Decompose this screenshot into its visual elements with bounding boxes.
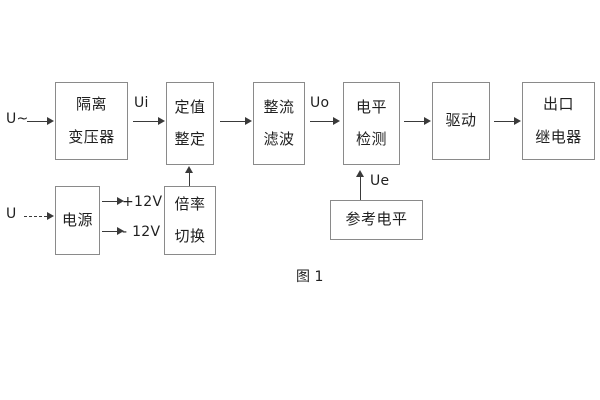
level-to-drive-arrow-icon [404, 117, 431, 126]
block-level-detect-line1: 电平 [355, 97, 387, 116]
rail-positive-label: +12V [122, 194, 163, 210]
reference-to-level-arrow-icon [356, 170, 365, 200]
ui-arrow-icon [133, 117, 165, 126]
block-drive-line1: 驱动 [445, 111, 477, 130]
block-multiplier-switch[interactable]: 倍率 切换 [164, 186, 216, 255]
block-output-relay[interactable]: 出口 继电器 [522, 82, 595, 160]
block-power-supply[interactable]: 电源 [55, 186, 100, 255]
ac-input-arrow-icon [27, 117, 54, 126]
setting-to-rectify-arrow-icon [220, 117, 252, 126]
signal-uo-label: Uo [310, 95, 330, 111]
figure-caption: 图 1 [296, 269, 324, 285]
block-isolation-transformer-line2: 变压器 [68, 127, 115, 146]
multiplier-to-setting-arrow-icon [185, 166, 194, 186]
block-drive[interactable]: 驱动 [432, 82, 490, 160]
ac-input-label: U~ [6, 111, 29, 127]
rail-positive-arrow-icon [102, 197, 124, 206]
block-reference-level-line1: 参考电平 [345, 210, 408, 229]
block-multiplier-switch-line1: 倍率 [174, 194, 206, 213]
block-setting-value[interactable]: 定值 整定 [166, 82, 214, 165]
dc-input-arrow-icon [24, 212, 54, 221]
block-setting-value-line2: 整定 [174, 130, 206, 148]
rail-negative-label: - 12V [122, 224, 161, 240]
block-rectify-filter-line2: 滤波 [263, 130, 295, 148]
signal-ui-label: Ui [134, 95, 149, 111]
signal-ue-label: Ue [370, 173, 390, 189]
block-setting-value-line1: 定值 [174, 97, 206, 116]
block-power-supply-line1: 电源 [61, 210, 93, 229]
block-multiplier-switch-line2: 切换 [174, 227, 206, 245]
block-isolation-transformer-line1: 隔离 [75, 95, 107, 114]
block-isolation-transformer[interactable]: 隔离 变压器 [55, 82, 128, 160]
rail-negative-arrow-icon [102, 227, 124, 236]
block-level-detect-line2: 检测 [355, 130, 387, 148]
block-level-detect[interactable]: 电平 检测 [343, 82, 400, 165]
drive-to-relay-arrow-icon [494, 117, 521, 126]
block-output-relay-line1: 出口 [542, 95, 574, 114]
block-rectify-filter-line1: 整流 [263, 97, 295, 116]
block-output-relay-line2: 继电器 [535, 127, 582, 146]
dc-input-label: U [6, 206, 17, 222]
uo-arrow-icon [310, 117, 340, 126]
block-rectify-filter[interactable]: 整流 滤波 [253, 82, 305, 165]
block-reference-level[interactable]: 参考电平 [330, 200, 423, 240]
